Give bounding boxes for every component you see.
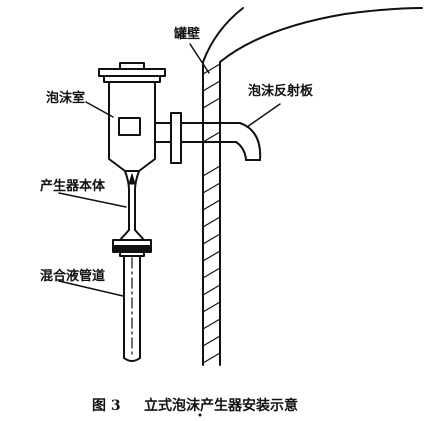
foam-chamber-body xyxy=(108,81,156,172)
foam-chamber-top xyxy=(98,62,166,83)
label-tank-wall: 罐壁 xyxy=(174,27,201,42)
label-foam-chamber: 泡沫室 xyxy=(46,91,86,106)
mixture-pipe xyxy=(123,255,141,362)
label-mixture-pipe: 混合液管道 xyxy=(40,269,106,284)
top-flange xyxy=(98,68,166,77)
tank-roof-inner xyxy=(219,7,423,63)
flow-arrow xyxy=(128,173,136,185)
leader-lines xyxy=(58,43,281,297)
tank-wall xyxy=(202,7,423,366)
foam-deflector-shape xyxy=(239,122,262,161)
label-generator-body: 产生器本体 xyxy=(40,179,106,194)
generator-body xyxy=(119,170,145,241)
outlet-assembly xyxy=(154,112,262,164)
inspection-window xyxy=(118,117,141,136)
figure-number: 图 3 xyxy=(92,398,121,414)
outlet-flange xyxy=(170,112,182,164)
label-foam-deflector: 泡沫反射板 xyxy=(248,84,314,99)
pipe-flanges xyxy=(112,239,152,257)
tank-roof-outer xyxy=(202,7,244,63)
figure-caption: 立式泡沫产生器安装示意 xyxy=(144,398,298,414)
tank-wall-hatching xyxy=(202,63,221,364)
